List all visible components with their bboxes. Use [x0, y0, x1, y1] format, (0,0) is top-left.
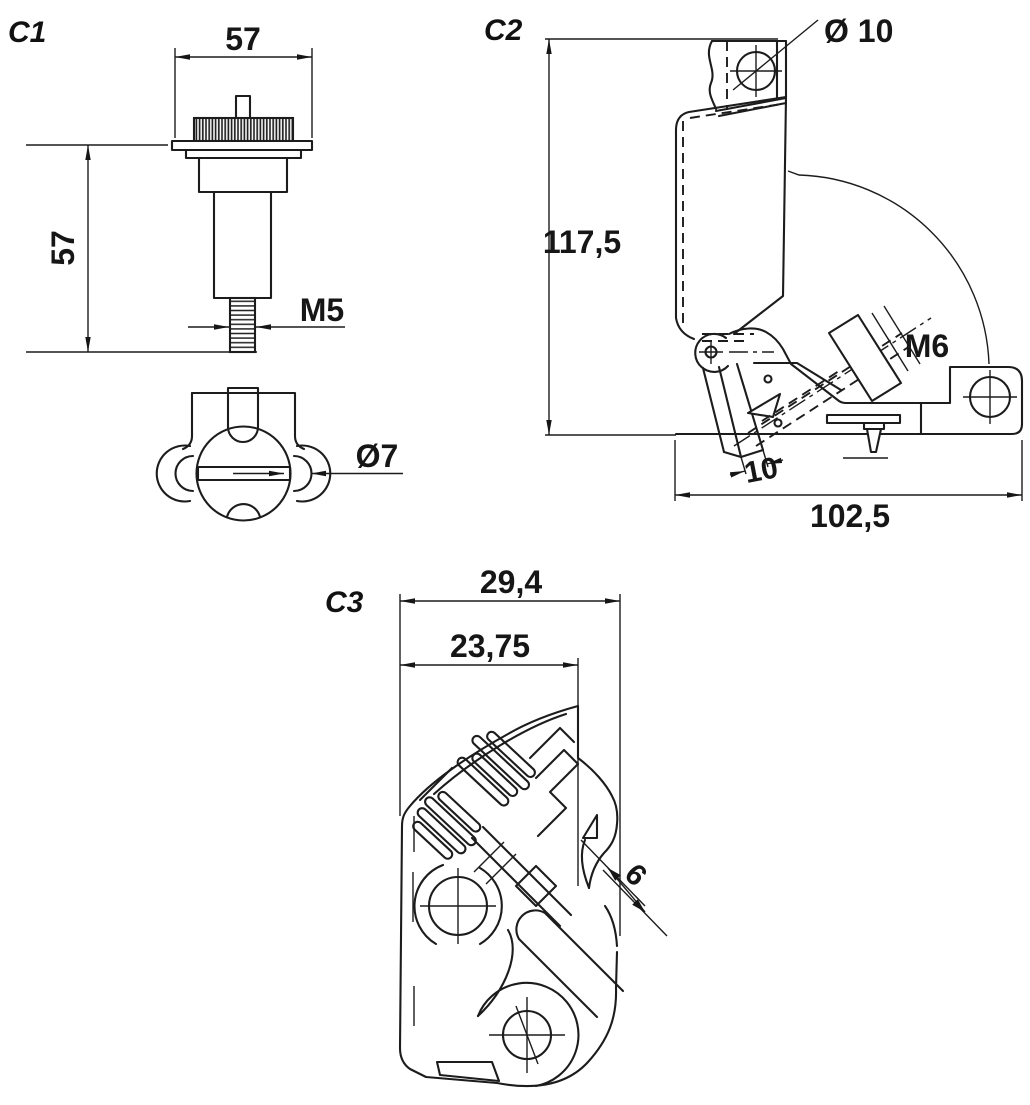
c2-hole-dim-label: Ø 10 — [824, 13, 893, 49]
c3-internal-details — [412, 726, 580, 928]
c2-strike-tab — [865, 427, 883, 454]
c2-hook-arm — [701, 366, 726, 454]
c2-keeper-plate — [752, 361, 843, 392]
c1-body-upper — [197, 156, 289, 194]
c1-pin-diameter-callout: Ø7 — [311, 438, 403, 477]
c1-left-ear-outer — [155, 444, 192, 503]
c2-view-label: C2 — [484, 14, 523, 47]
c1-flange-step — [184, 148, 303, 160]
c3-outer-width-label: 29,4 — [480, 564, 542, 600]
c1-threaded-rod — [228, 296, 257, 354]
c2-width-dim-label: 102,5 — [810, 498, 890, 534]
c3-gap-dim-label: 6 — [618, 858, 653, 893]
c1-height-dim-label: 57 — [45, 230, 81, 266]
c3-latch-body — [398, 704, 625, 1088]
c2-adjust-screw: M6 — [733, 305, 949, 447]
c3-grip-ribs-lower — [412, 790, 482, 860]
c1-thread-dim-label: M5 — [300, 292, 344, 328]
c3-gap-dimension: 6 — [580, 839, 668, 937]
c2-height-dim-label: 117,5 — [543, 224, 621, 260]
c1-stem-tab — [226, 386, 260, 395]
c2-height-dimension: 117,5 — [543, 38, 778, 436]
c2-base-block — [674, 327, 1024, 459]
c3-outer-width-dimension: 29,4 — [399, 564, 621, 936]
c2-pointer-tooth — [746, 392, 782, 419]
c1-width-dimension: 57 — [174, 21, 313, 138]
c3-keeper-channel — [515, 909, 625, 1019]
c2-top-bracket — [707, 39, 788, 118]
view-c2: C2 Ø 10 — [484, 13, 1024, 534]
c2-swing-arc — [787, 170, 990, 365]
c2-strike-bar — [825, 413, 902, 425]
c1-body-lower — [212, 190, 273, 300]
c3-screw-nut — [514, 864, 558, 908]
c1-knurled-knob — [192, 116, 295, 143]
c1-pin-dim-label: Ø7 — [356, 438, 399, 474]
view-c1: C1 57 57 M5 — [8, 16, 403, 522]
c2-width-dimension: 102,5 — [674, 440, 1023, 534]
c1-right-ear-inner — [292, 454, 313, 493]
c2-screw-nut — [827, 313, 903, 403]
c3-inner-width-label: 23,75 — [450, 628, 530, 664]
c3-hook-lower — [603, 904, 619, 948]
c2-arm-width-dimension: 10 — [729, 449, 784, 490]
c1-thread-callout: M5 — [188, 292, 345, 330]
c1-stem — [234, 94, 252, 120]
c3-bottom-tab — [435, 1060, 501, 1083]
c2-hole-callout: Ø 10 — [732, 13, 893, 91]
view-c3: C3 29,4 23,75 — [325, 564, 668, 1088]
c1-bottom-notch — [225, 503, 262, 519]
c1-width-dim-label: 57 — [225, 21, 261, 57]
c3-view-label: C3 — [325, 586, 364, 619]
c1-flange-plate — [170, 139, 314, 152]
c3-grip-ribs-upper — [456, 730, 536, 807]
c1-height-dimension: 57 — [26, 144, 257, 353]
c2-pivot-assembly — [694, 332, 774, 459]
c3-hook-upper — [576, 704, 619, 890]
c2-latch-plate — [674, 95, 788, 341]
c3-lower-boss — [476, 981, 580, 1088]
c1-knob-bottom-view — [155, 386, 332, 522]
c3-inner-width-dimension: 23,75 — [400, 628, 579, 886]
c2-thread-dim-label: M6 — [905, 328, 949, 364]
c1-view-label: C1 — [8, 16, 46, 49]
c3-holes — [413, 863, 565, 1073]
c1-knob-front-view — [170, 94, 314, 354]
c2-arm-dim-label: 10 — [742, 451, 781, 490]
c1-left-ear-inner — [174, 454, 195, 493]
